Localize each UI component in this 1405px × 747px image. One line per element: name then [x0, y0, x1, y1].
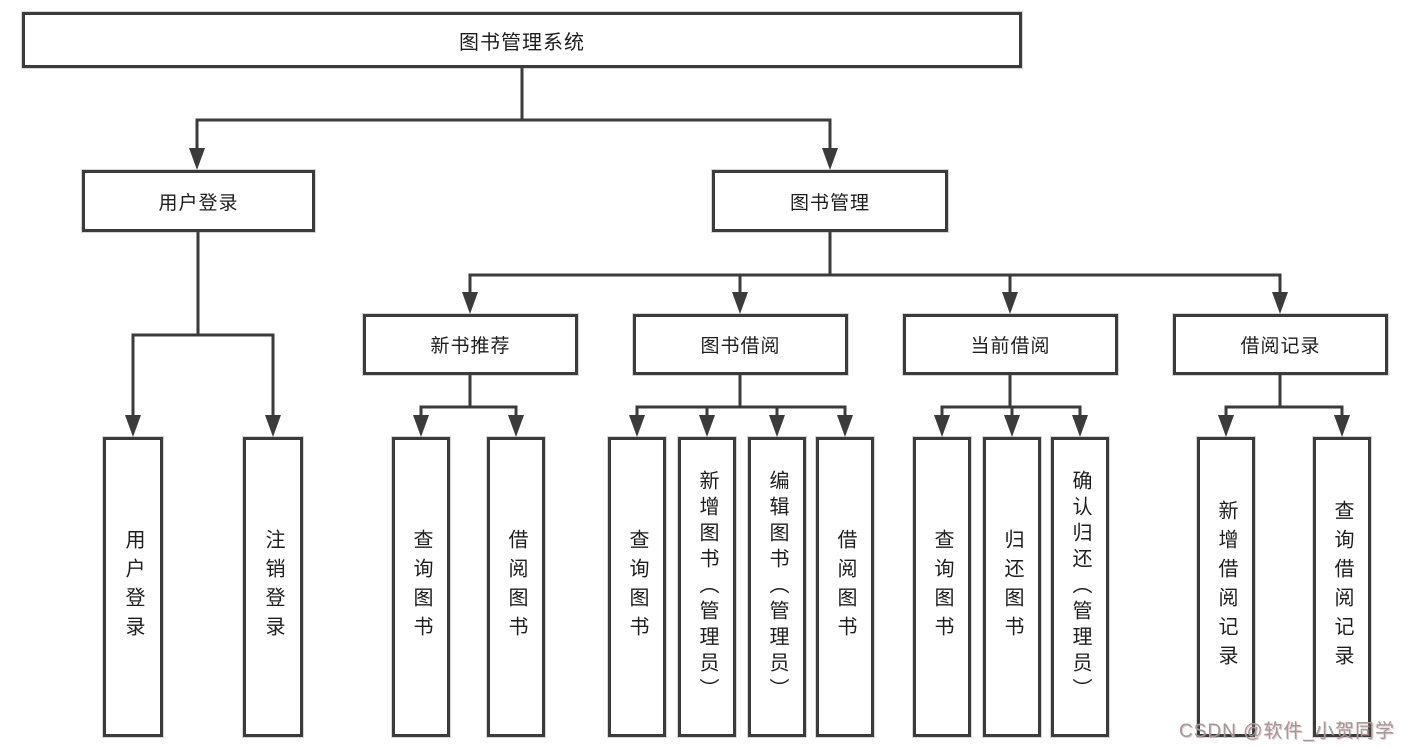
arrowhead-icon: [1002, 292, 1018, 314]
connector: [413, 375, 524, 437]
node-label: 图书管理: [789, 192, 870, 214]
node-leaf-add-book-admin: 新增图书（管理员）: [678, 437, 736, 737]
arrowhead-icon: [1218, 415, 1234, 437]
node-current-borrow: 当前借阅: [903, 314, 1118, 375]
node-leaf-add-borrow-record: 新增借阅记录: [1197, 437, 1255, 737]
node-label: 查询图书: [931, 529, 953, 645]
node-book-borrow: 图书借阅: [633, 314, 848, 375]
node-label: 归还图书: [1001, 529, 1023, 645]
node-label: 用户登录: [122, 529, 144, 645]
arrowhead-icon: [769, 415, 785, 437]
node-label: 借阅图书: [505, 529, 527, 645]
arrowhead-icon: [822, 148, 838, 170]
connector: [1218, 375, 1350, 437]
node-label: 用户登录: [158, 192, 239, 214]
arrowhead-icon: [934, 415, 950, 437]
node-label: 查询图书: [410, 529, 432, 645]
connector: [189, 68, 838, 170]
arrowhead-icon: [1004, 415, 1020, 437]
node-borrow-record: 借阅记录: [1173, 314, 1388, 375]
arrowhead-icon: [462, 292, 478, 314]
node-label: 编辑图书（管理员）: [766, 470, 788, 704]
node-root: 图书管理系统: [22, 12, 1022, 68]
arrowhead-icon: [189, 148, 205, 170]
node-leaf-return-book: 归还图书: [983, 437, 1041, 737]
node-leaf-user-login: 用户登录: [103, 437, 163, 737]
node-label: 借阅图书: [834, 529, 856, 645]
node-book-mgmt: 图书管理: [712, 170, 948, 232]
node-leaf-borrow-book-1: 借阅图书: [487, 437, 545, 737]
node-label: 图书借阅: [700, 336, 781, 357]
arrowhead-icon: [1072, 415, 1088, 437]
arrowhead-icon: [629, 415, 645, 437]
arrowhead-icon: [732, 292, 748, 314]
node-leaf-edit-book-admin: 编辑图书（管理员）: [748, 437, 806, 737]
arrowhead-icon: [837, 415, 853, 437]
node-leaf-query-book-2: 查询图书: [608, 437, 666, 737]
arrowhead-icon: [1334, 415, 1350, 437]
arrowhead-icon: [699, 415, 715, 437]
node-leaf-borrow-book-2: 借阅图书: [816, 437, 874, 737]
node-leaf-query-book-3: 查询图书: [913, 437, 971, 737]
node-label: 确认归还（管理员）: [1069, 470, 1091, 704]
node-new-book-rec: 新书推荐: [363, 314, 578, 375]
node-leaf-confirm-return-admin: 确认归还（管理员）: [1051, 437, 1109, 737]
connector: [934, 375, 1088, 437]
node-label: 查询借阅记录: [1331, 500, 1353, 674]
arrowhead-icon: [125, 415, 141, 437]
node-label: 新书推荐: [430, 336, 511, 357]
arrowhead-icon: [413, 415, 429, 437]
arrowhead-icon: [1272, 292, 1288, 314]
node-label: 图书管理系统: [459, 31, 585, 54]
node-leaf-query-book-1: 查询图书: [392, 437, 450, 737]
connector: [629, 375, 853, 437]
node-leaf-logout: 注销登录: [243, 437, 303, 737]
arrowhead-icon: [265, 415, 281, 437]
node-label: 当前借阅: [970, 336, 1051, 357]
node-user-login: 用户登录: [82, 170, 315, 232]
connector: [462, 232, 1288, 314]
node-label: 注销登录: [262, 529, 284, 645]
connector: [125, 232, 281, 437]
node-label: 查询图书: [626, 529, 648, 645]
node-leaf-query-borrow-record: 查询借阅记录: [1313, 437, 1371, 737]
node-label: 新增图书（管理员）: [696, 470, 718, 704]
node-label: 新增借阅记录: [1215, 500, 1237, 674]
arrowhead-icon: [508, 415, 524, 437]
node-label: 借阅记录: [1240, 336, 1321, 357]
watermark: CSDN @软件_小贺同学: [1179, 721, 1395, 742]
